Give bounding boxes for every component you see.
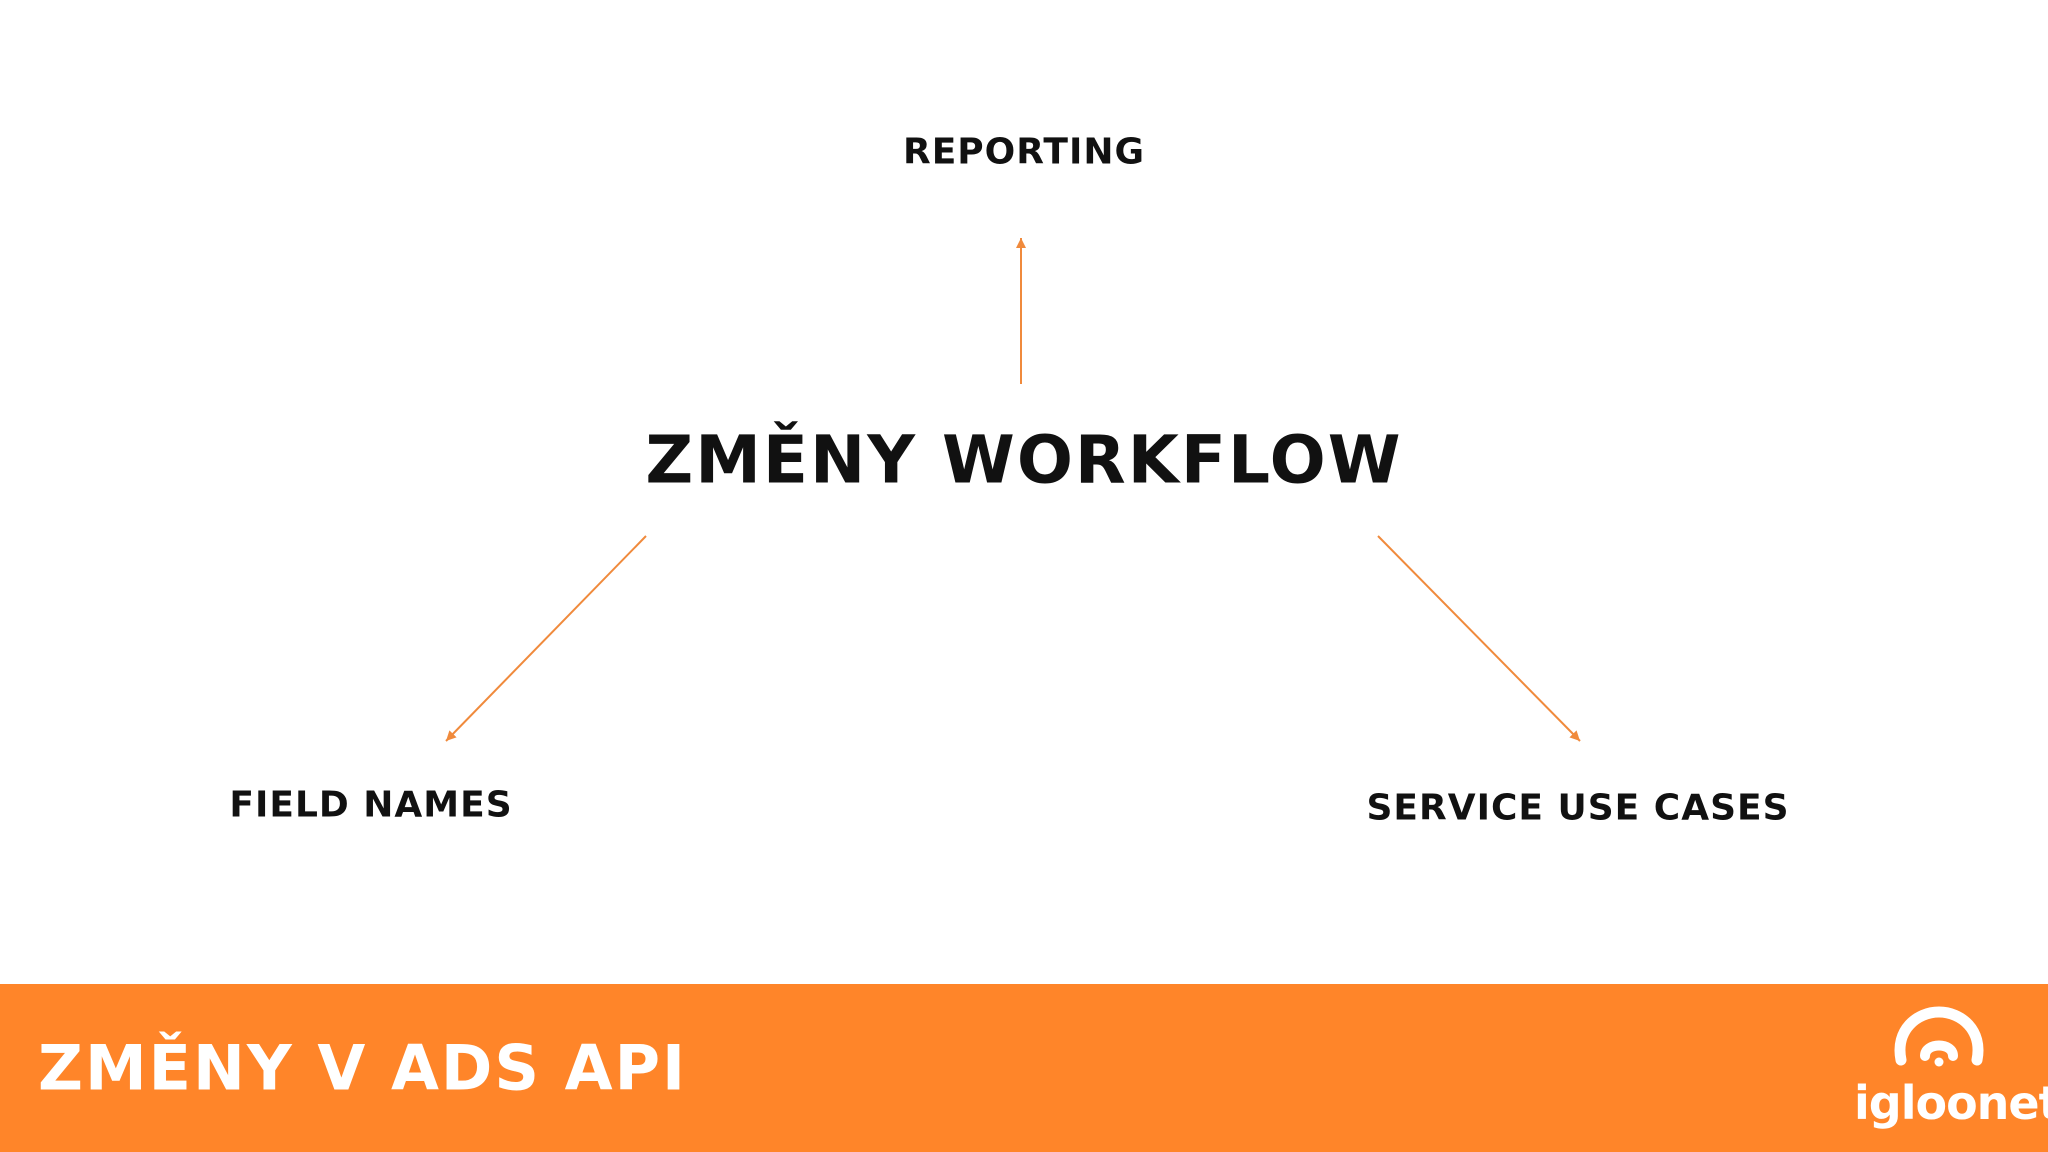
arrow-to-field-names: [445, 535, 647, 742]
node-service-use-cases: SERVICE USE CASES: [1366, 787, 1790, 829]
arrow-to-service-use-cases: [1377, 535, 1581, 742]
igloonet-logo: igloonet: [1854, 1006, 2048, 1130]
node-field-names: FIELD NAMES: [229, 784, 513, 826]
footer-bar: ZMĚNY V ADS API igloonet: [0, 984, 2048, 1152]
igloo-icon: [1894, 1006, 1984, 1067]
node-center-workflow: ZMĚNY WORKFLOW: [645, 421, 1403, 499]
footer-title: ZMĚNY V ADS API: [38, 1031, 688, 1105]
logo-text: igloonet: [1854, 1076, 2048, 1130]
node-reporting: REPORTING: [902, 131, 1146, 173]
